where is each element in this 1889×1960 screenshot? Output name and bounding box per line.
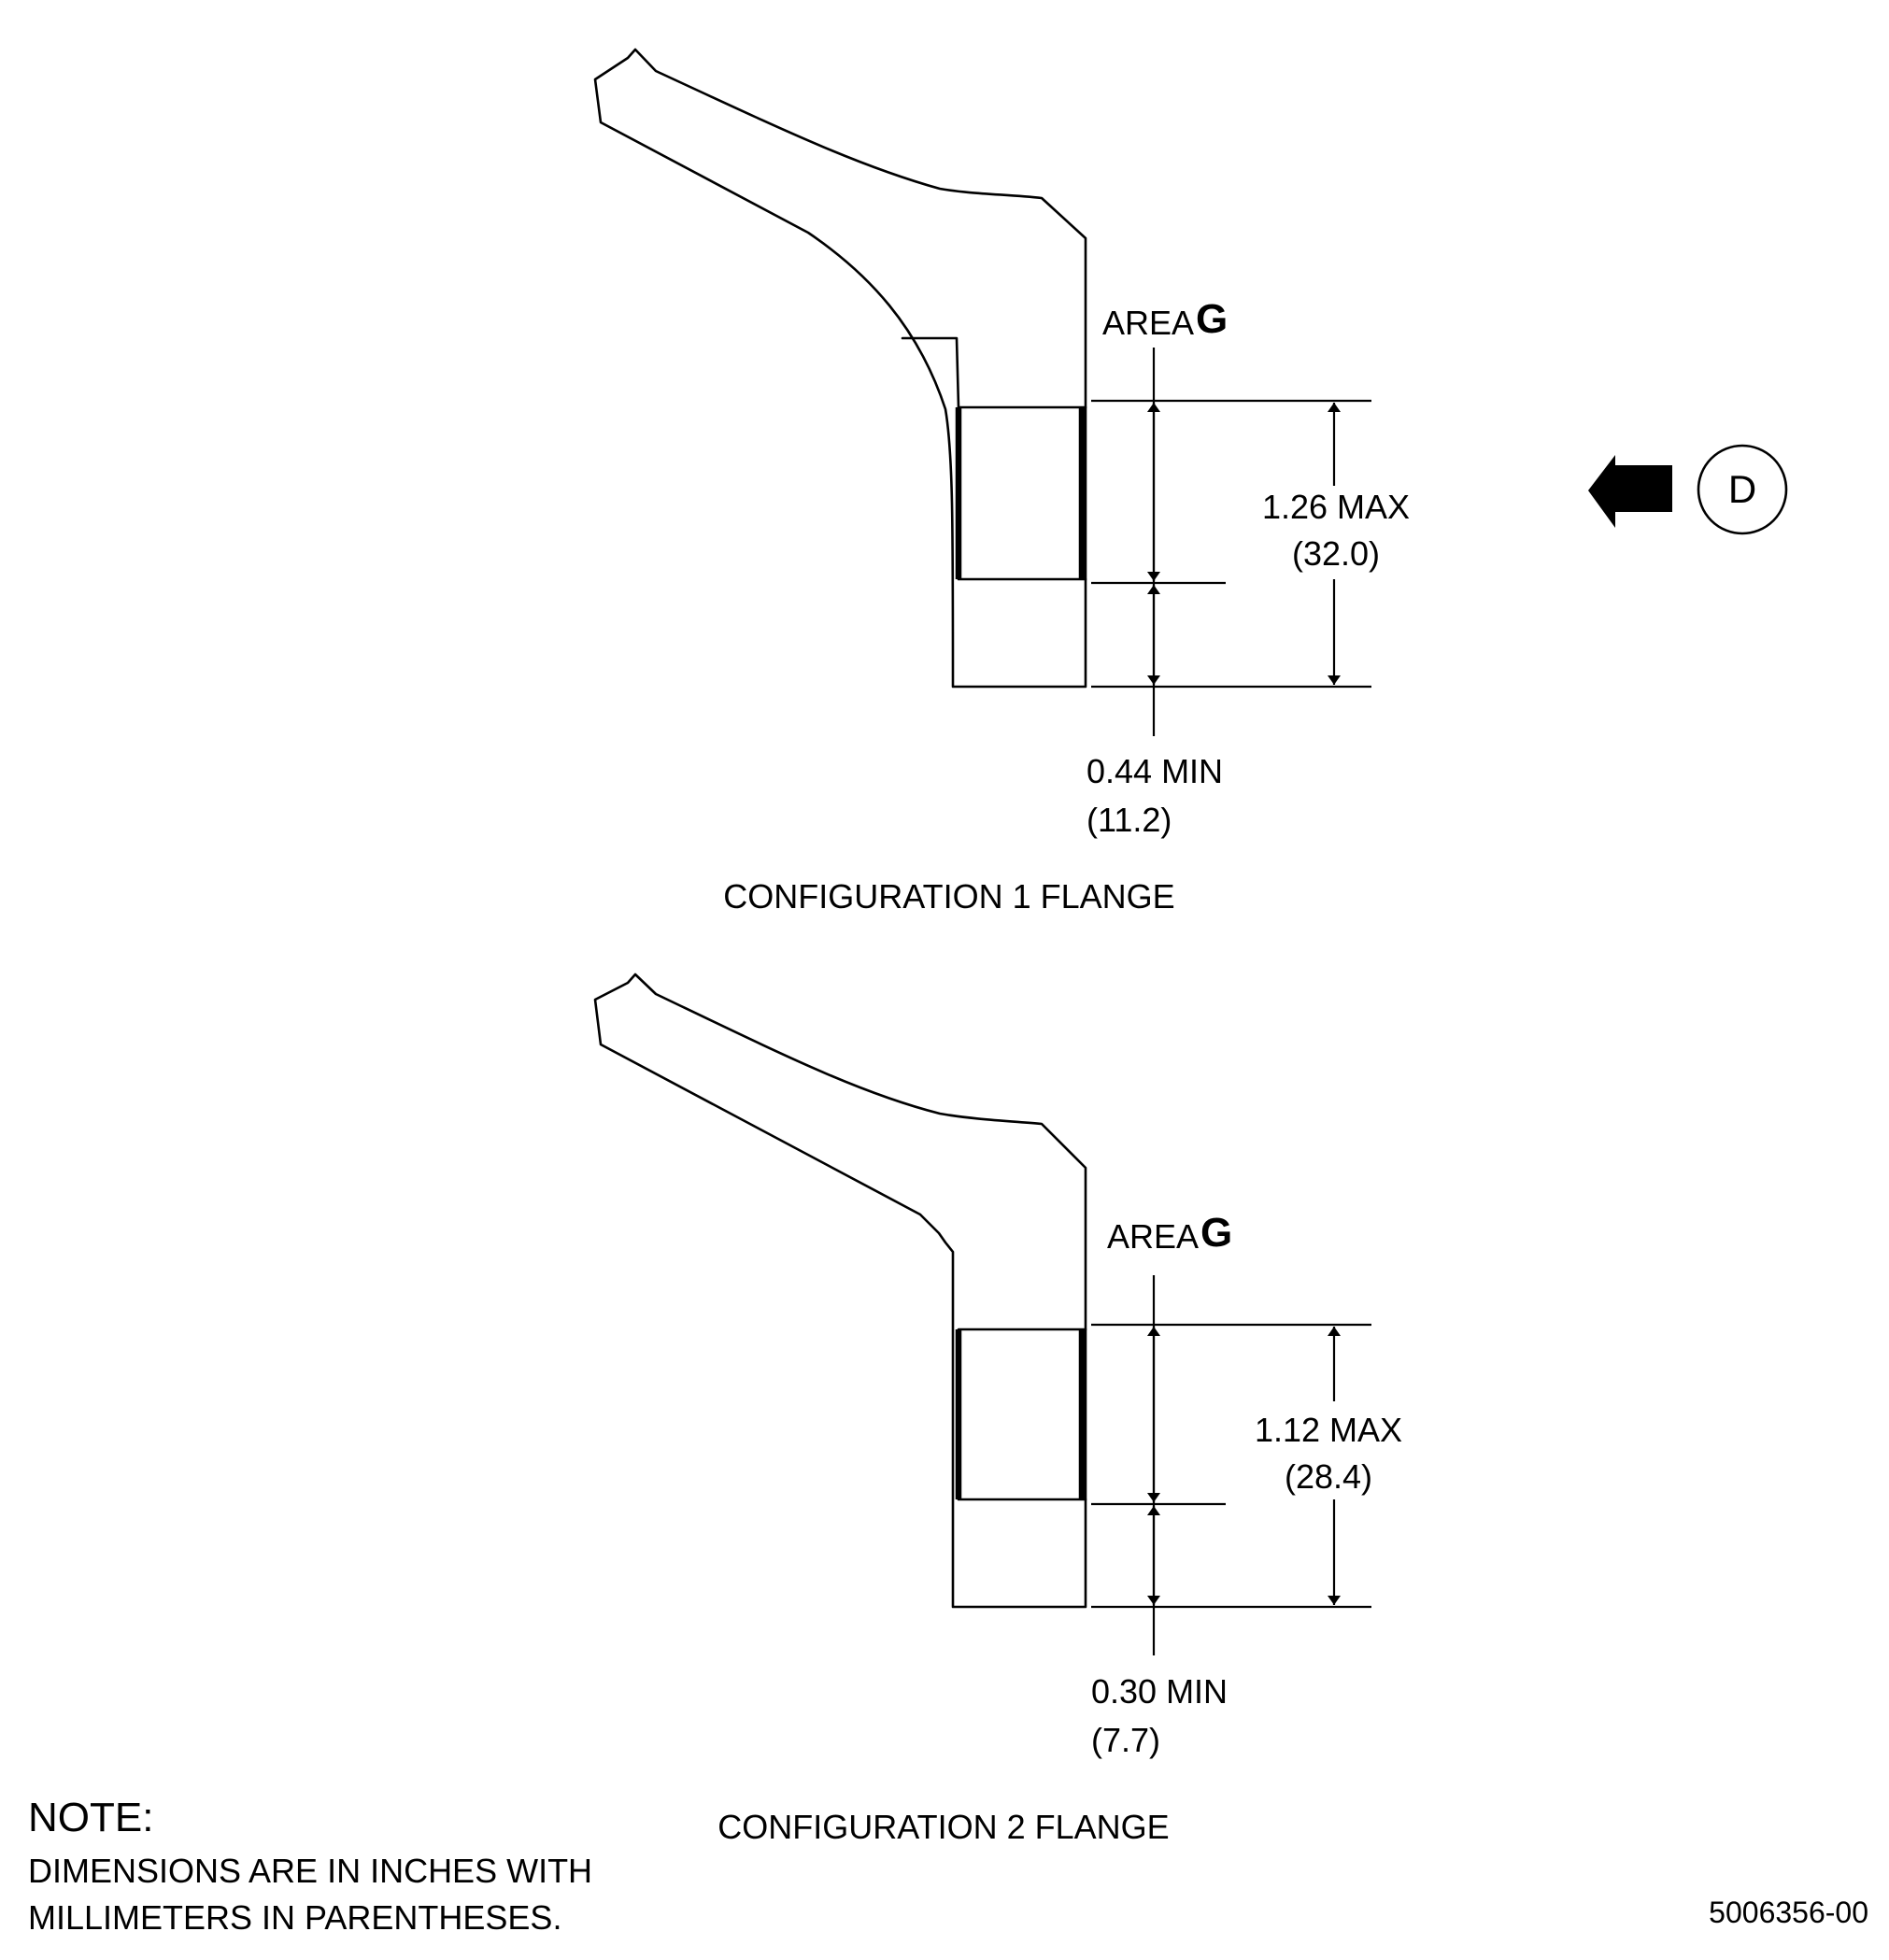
note-heading: NOTE:	[28, 1795, 153, 1840]
config2-area-label: AREA	[1107, 1217, 1199, 1256]
config1-min-dim-mm: (11.2)	[1087, 801, 1172, 839]
config1-max-dim: 1.26 MAX	[1262, 488, 1410, 526]
config1-flange-outline	[593, 48, 1087, 689]
drawing-number: 5006356-00	[1709, 1896, 1868, 1929]
config2-min-dim-mm: (7.7)	[1091, 1721, 1160, 1759]
config1-caption: CONFIGURATION 1 FLANGE	[723, 877, 1174, 916]
config1-flange-step	[901, 336, 960, 409]
note-line-1: DIMENSIONS ARE IN INCHES WITH	[28, 1852, 592, 1890]
config2-area-letter: G	[1200, 1210, 1232, 1256]
view-marker-circle	[1697, 444, 1788, 535]
config1-flange: AREA G 1.26 MAX (32.0) 0.44 MIN (11.2) C…	[593, 48, 1410, 916]
config1-min-dim: 0.44 MIN	[1087, 752, 1223, 790]
config2-caption: CONFIGURATION 2 FLANGE	[717, 1808, 1169, 1846]
note-line-2: MILLIMETERS IN PARENTHESES.	[28, 1898, 561, 1937]
config2-flange: AREA G 1.12 MAX (28.4) 0.30 MIN (7.7) CO…	[593, 973, 1402, 1846]
config2-max-dim: 1.12 MAX	[1255, 1411, 1402, 1449]
config1-area-label: AREA	[1102, 304, 1194, 342]
config2-flange-outline	[593, 973, 1087, 1609]
config2-max-dim-mm: (28.4)	[1285, 1457, 1372, 1496]
config2-min-dim: 0.30 MIN	[1091, 1672, 1228, 1711]
note-block: NOTE: DIMENSIONS ARE IN INCHES WITH MILL…	[28, 1795, 592, 1937]
view-direction-arrow-icon	[1588, 455, 1672, 528]
config1-max-dim-mm: (32.0)	[1292, 534, 1380, 573]
config1-area-letter: G	[1196, 296, 1228, 342]
view-marker-letter: D	[1728, 467, 1756, 511]
view-d-marker: D	[1588, 444, 1788, 535]
